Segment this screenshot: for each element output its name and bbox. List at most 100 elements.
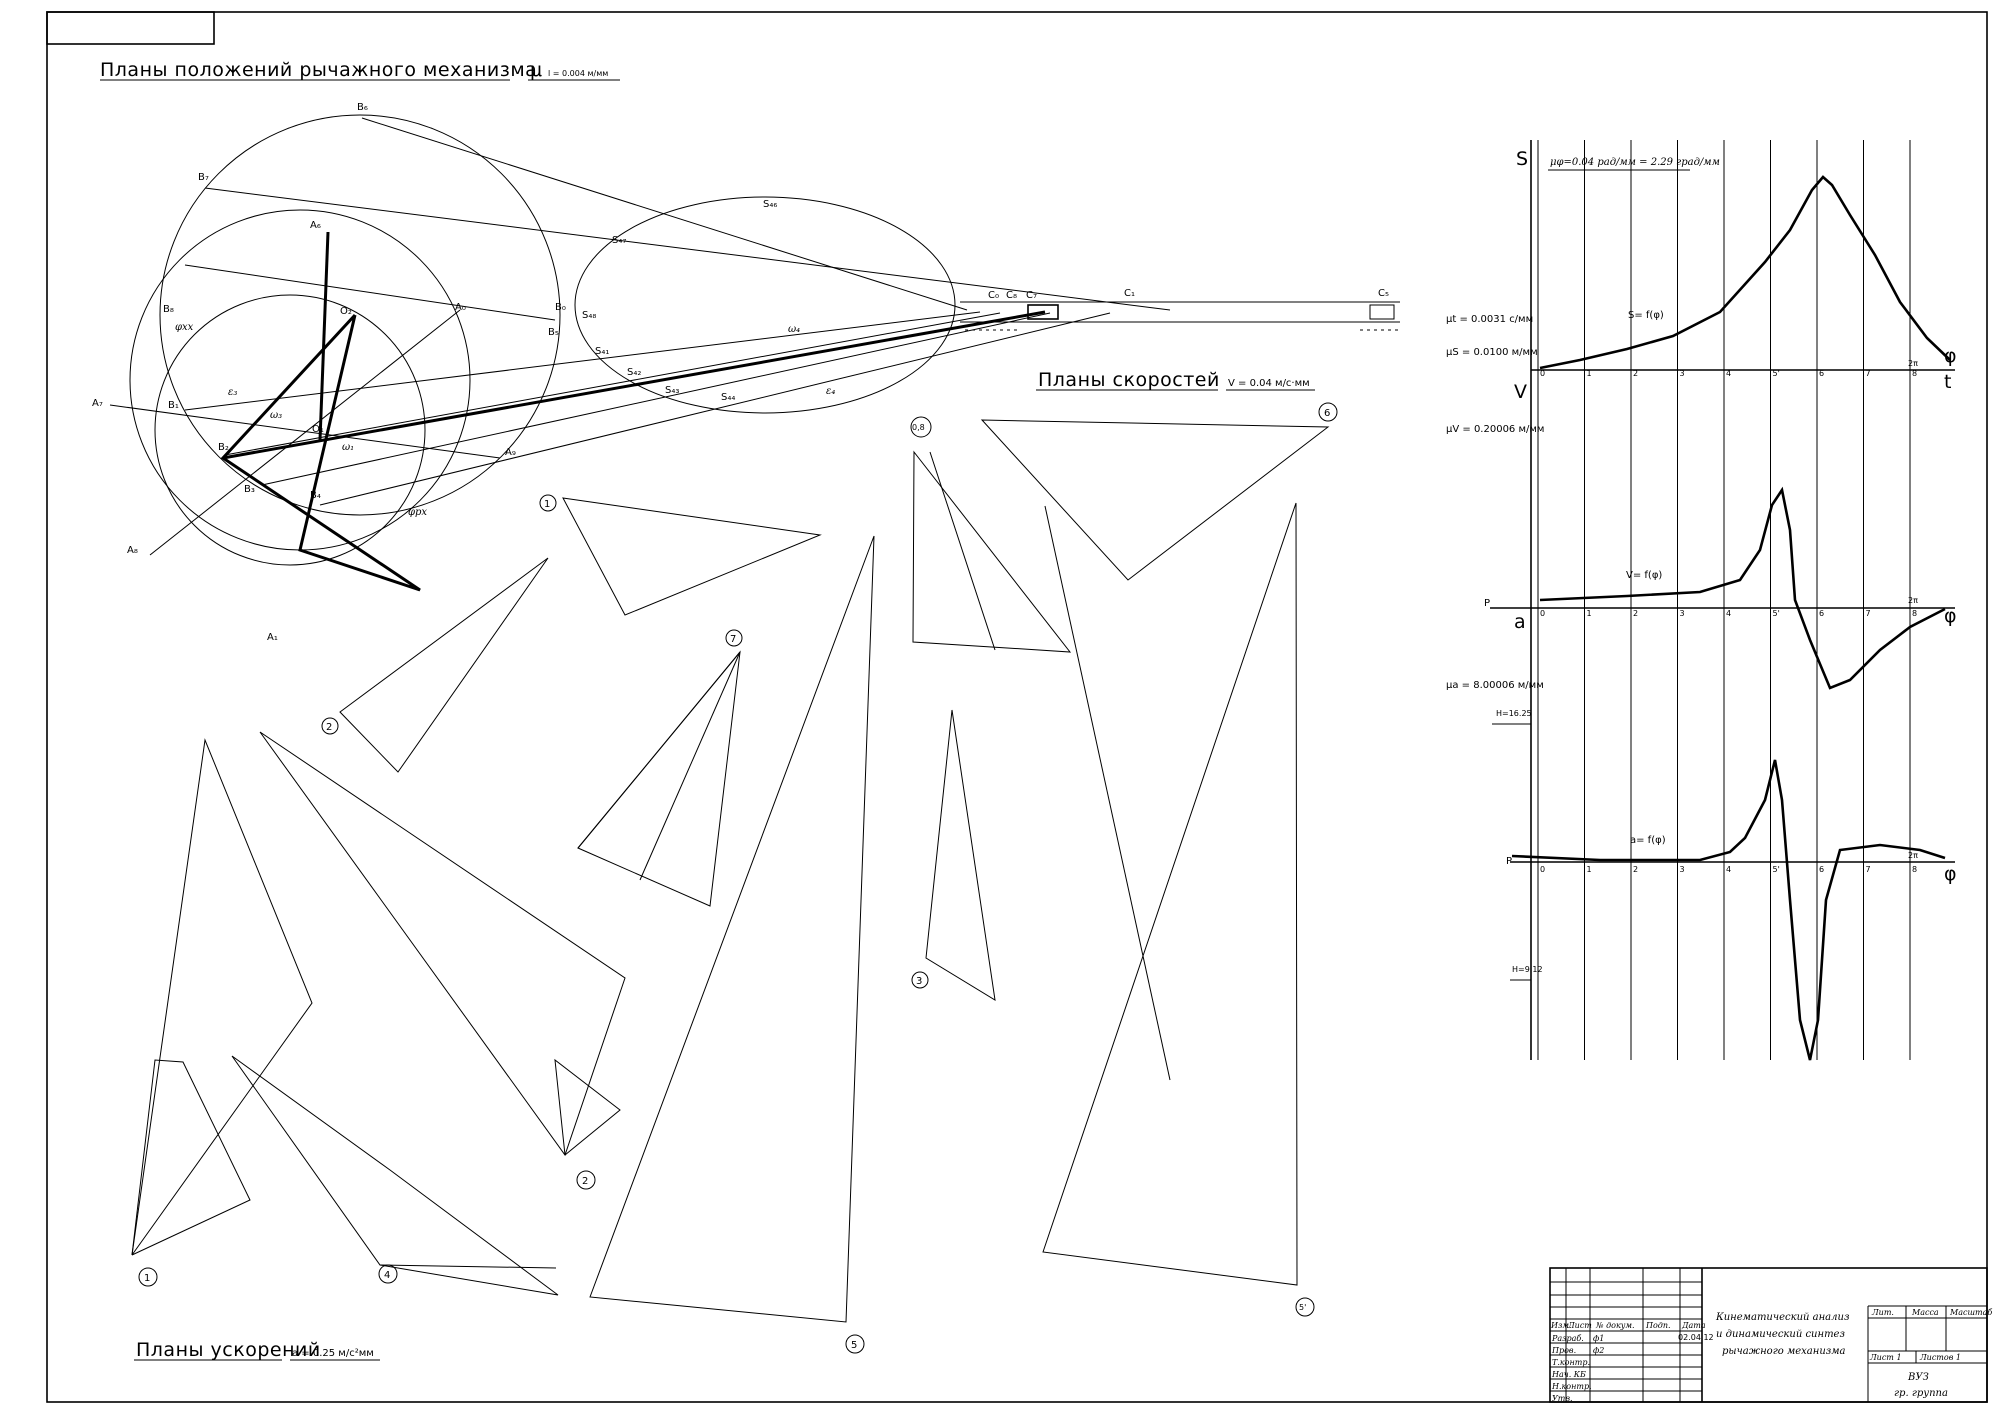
plan-number-markers: 1 2 7 0,8 6 3 5 5' [321,402,1338,1354]
velocity-plan-5 [589,535,875,1323]
plan-number: 5' [1299,1303,1306,1312]
ray [319,312,1111,506]
sheet-count: Листов 1 [1919,1353,1961,1362]
bold-link-upper [318,231,330,441]
plan-marker [138,1267,158,1287]
accel-line [379,1264,557,1269]
velocities-scale: V = 0.04 м/с·мм [1228,378,1310,389]
velocity-plan-1 [562,497,822,616]
mu-v: μV = 0.20006 м/мм [1446,424,1544,435]
velocity-plan-7 [577,650,741,907]
date: 02.04.12 [1678,1333,1714,1342]
t-axis-label: t [1944,371,1952,393]
s-curve-label: S= f(φ) [1628,310,1664,321]
tick-label: 7 [1866,369,1871,378]
tick-label: 2 [1633,609,1638,618]
label-omega1: ω₁ [342,442,354,453]
point-B3: B₃ [244,484,255,495]
v-curve-label: V= f(φ) [1626,570,1662,581]
ray [361,117,968,311]
tick-label: 5' [1773,369,1780,378]
label-eps4: ε₄ [826,386,835,397]
col-mass: Масса [1911,1308,1939,1317]
pole-v: P [1484,598,1490,609]
point-A9: A₉ [505,447,516,458]
plan-marker [378,1264,398,1284]
title-block-role: Утв. [1552,1394,1573,1403]
mu-t: μt = 0.0031 c/мм [1446,314,1533,325]
title-block-role: Нач. КБ [1551,1370,1586,1379]
point-B5: B₅ [548,327,559,338]
point-A6: A₆ [310,220,321,231]
phi-axis-label: φ [1944,345,1957,367]
ray [184,311,981,411]
ray [224,312,1001,456]
drawing-title: рычажного механизма [1722,1346,1846,1357]
title-block-role: Разраб. [1551,1334,1584,1343]
h-v-label: H=16.25 [1496,709,1532,718]
tick-label: 4 [1726,865,1731,874]
tick-label: 4 [1726,369,1731,378]
kinematic-graphs: S μφ=0.04 рад/мм = 2.29 град/мм μt = 0.0… [1446,140,1957,1061]
velocity-plan-6 [980,419,1330,581]
tick-label: 6 [1819,369,1824,378]
point-A7: A₇ [92,398,103,409]
point-S44: S₄₄ [721,392,735,403]
point-C8: C₈ [1006,290,1017,301]
sheet-number: Лист 1 [1869,1353,1902,1362]
s-curve [1539,175,1951,370]
mu-phi: μφ=0.04 рад/мм = 2.29 град/мм [1550,157,1720,168]
acceleration-plans: Планы ускорений a = 0.25 м/с²мм 1 2 4 [131,731,626,1361]
axis-s-label: S [1516,148,1529,170]
v-curve [1539,486,1946,690]
point-B1: B₁ [168,400,179,411]
title-block-header: Лист [1567,1321,1592,1330]
positions-scale-value: l = 0.004 м/мм [548,69,608,78]
ray [204,187,1171,311]
pole-a: P [1506,856,1512,867]
tick-label: 8 [1912,609,1917,618]
tick-label: 2 [1633,865,1638,874]
point-C0: C₀ [988,290,999,301]
tick-label: 3 [1680,609,1685,618]
crank-circle-medium [129,209,471,551]
phi-axis-label: φ [1944,605,1957,627]
accel-plan-4 [231,1055,559,1296]
corner-stamp [46,11,215,45]
point-S47: S₄₇ [612,235,626,246]
slider-block-end [1369,304,1395,320]
point-S43: S₄₃ [665,385,679,396]
accel-plan-2-inner [554,1058,621,1156]
two-pi: 2π [1908,596,1918,605]
a-curve-label: a= f(φ) [1630,835,1666,846]
label-phi-px: φpx [408,507,427,518]
phi-axis-label: φ [1944,863,1957,885]
ray [109,404,501,459]
title-block-header: № докум. [1595,1321,1635,1330]
velocity-line [929,451,996,651]
point-B4: B₄ [310,490,321,501]
ray [149,309,461,556]
point-B8: B₈ [163,304,174,315]
tick-label: 1 [1587,865,1592,874]
velocity-line [577,651,741,849]
col-scale: Масштаб [1949,1308,1992,1317]
ray [184,264,556,321]
velocity-plan-08 [912,450,1072,653]
tick-label: 1 [1587,609,1592,618]
title-block-role: Т.контр. [1552,1358,1590,1367]
positions-plan: Планы положений рычажного механизма μ l … [92,59,1400,643]
a-curve [1511,759,1946,1061]
plan-number: 1 [144,1273,150,1284]
velocity-plan-5prime [1042,502,1298,1286]
positions-scale-mu: μ [530,59,543,81]
plan-number: 1 [544,499,550,510]
plan-number: 0,8 [912,423,925,432]
tick-label: 8 [1912,865,1917,874]
plan-number: 6 [1324,408,1330,419]
accelerations-scale: a = 0.25 м/с²мм [292,1348,374,1359]
point-C5: C₅ [1378,288,1389,299]
accel-plan-2 [259,731,626,1157]
